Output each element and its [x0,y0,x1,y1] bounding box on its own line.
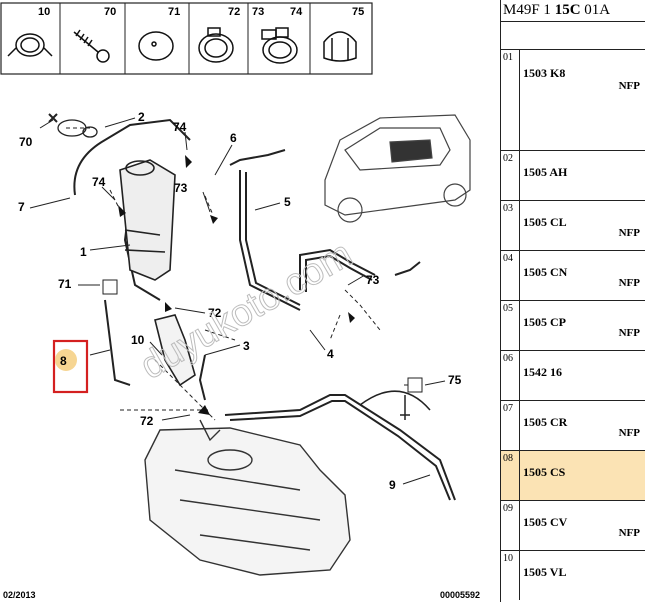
part-row-code: 1505 VL [523,565,567,579]
callout-6: 6 [230,131,237,145]
catalog-header: M49F 1 15C 01A [501,0,645,22]
marker-arrows [118,155,355,415]
strip-label-74: 74 [290,6,303,18]
sleeve-clip-icon [323,31,357,62]
part-row-09[interactable]: 09 1505 CV NFP [501,501,645,551]
part-row-code: 1505 CV [523,515,568,529]
callout-1: 1 [80,245,87,259]
callout-3: 3 [243,339,250,353]
highlight-part-8[interactable] [52,339,89,394]
filler-neck [119,159,196,387]
washer-icon [138,31,174,61]
vehicle-sketch [324,114,471,223]
part-row-nfp: NFP [618,80,640,92]
callout-box-75 [407,377,423,393]
part-row-code: 1503 K8 [523,66,566,80]
part-row-06[interactable]: 06 1542 16 [501,351,645,401]
part-row-nfp: NFP [618,277,640,289]
header-prefix: M49F 1 [503,2,555,18]
callout-9: 9 [389,478,396,492]
parts-list-panel: M49F 1 15C 01A 01 1503 K8 NFP 02 1505 AH… [500,0,645,602]
part-row-num: 07 [501,401,520,450]
part-row-num: 01 [501,50,520,150]
part-row-04[interactable]: 04 1505 CN NFP [501,251,645,301]
footer-date: 02/2013 [3,590,36,600]
part-row-num: 09 [501,501,520,550]
callout-75: 75 [448,373,462,387]
callout-73-top: 73 [174,181,188,195]
part-row-nfp: NFP [618,227,640,239]
footer-ref: 00005592 [440,590,480,600]
callout-72-bottom: 72 [140,414,154,428]
header-suffix: 01A [580,2,611,18]
header-bold: 15C [554,2,581,18]
fuel-tank [144,419,351,576]
clip-icon [7,33,53,57]
hose-clamp-icon [198,27,234,63]
callout-70: 70 [19,135,33,149]
part-row-num: 02 [501,151,520,200]
callout-71: 71 [58,277,72,291]
part-row-nfp: NFP [618,427,640,439]
part-row-code: 1505 CP [523,315,566,329]
part-row-02[interactable]: 02 1505 AH [501,151,645,201]
callout-4: 4 [327,347,334,361]
callout-box-71 [102,279,118,295]
parts-strip: 10 70 71 72 73 74 75 [0,2,373,75]
strip-label-72: 72 [228,6,240,18]
screw-icon [73,29,110,63]
part-row-code: 1542 16 [523,365,562,379]
callout-72-mid: 72 [208,306,222,320]
callout-lines [29,117,446,485]
strip-label-70: 70 [104,6,116,18]
callout-74-top: 74 [173,120,187,134]
callout-2: 2 [138,110,145,124]
part-row-code: 1505 CN [523,265,568,279]
part-row-07[interactable]: 07 1505 CR NFP [501,401,645,451]
part-row-08-selected[interactable]: 08 1505 CS [501,451,645,501]
part-row-nfp: NFP [618,527,640,539]
part-row-10[interactable]: 10 1505 VL [501,551,645,600]
part-row-code: 1505 CL [523,215,567,229]
gasket-70 [48,113,98,138]
callout-10: 10 [131,333,145,347]
callout-73-right: 73 [366,273,380,287]
strip-label-71: 71 [168,6,180,18]
strip-label-75: 75 [352,6,364,18]
callout-74-mid: 74 [92,175,106,189]
part-row-nfp: NFP [618,327,640,339]
part-row-code: 1505 CS [523,465,566,479]
part-row-code: 1505 AH [523,165,568,179]
part-row-num: 06 [501,351,520,400]
strip-label-10: 10 [38,6,50,18]
strip-label-73: 73 [252,6,264,18]
callout-5: 5 [284,195,291,209]
part-row-code: 1505 CR [523,415,568,429]
routing-clip-75 [359,390,431,420]
callout-8: 8 [60,354,67,368]
header-spacer [501,22,645,50]
pipework [73,118,456,501]
part-row-num: 10 [501,551,520,600]
part-row-num: 03 [501,201,520,250]
part-row-05[interactable]: 05 1505 CP NFP [501,301,645,351]
part-row-num: 08 [501,451,520,500]
part-row-03[interactable]: 03 1505 CL NFP [501,201,645,251]
double-clamp-icon [261,27,298,64]
part-row-num: 05 [501,301,520,350]
part-row-num: 04 [501,251,520,300]
part-row-01[interactable]: 01 1503 K8 NFP [501,50,645,151]
exploded-parts-diagram: 10 70 71 72 73 74 75 [0,2,480,600]
callout-7: 7 [18,200,25,214]
